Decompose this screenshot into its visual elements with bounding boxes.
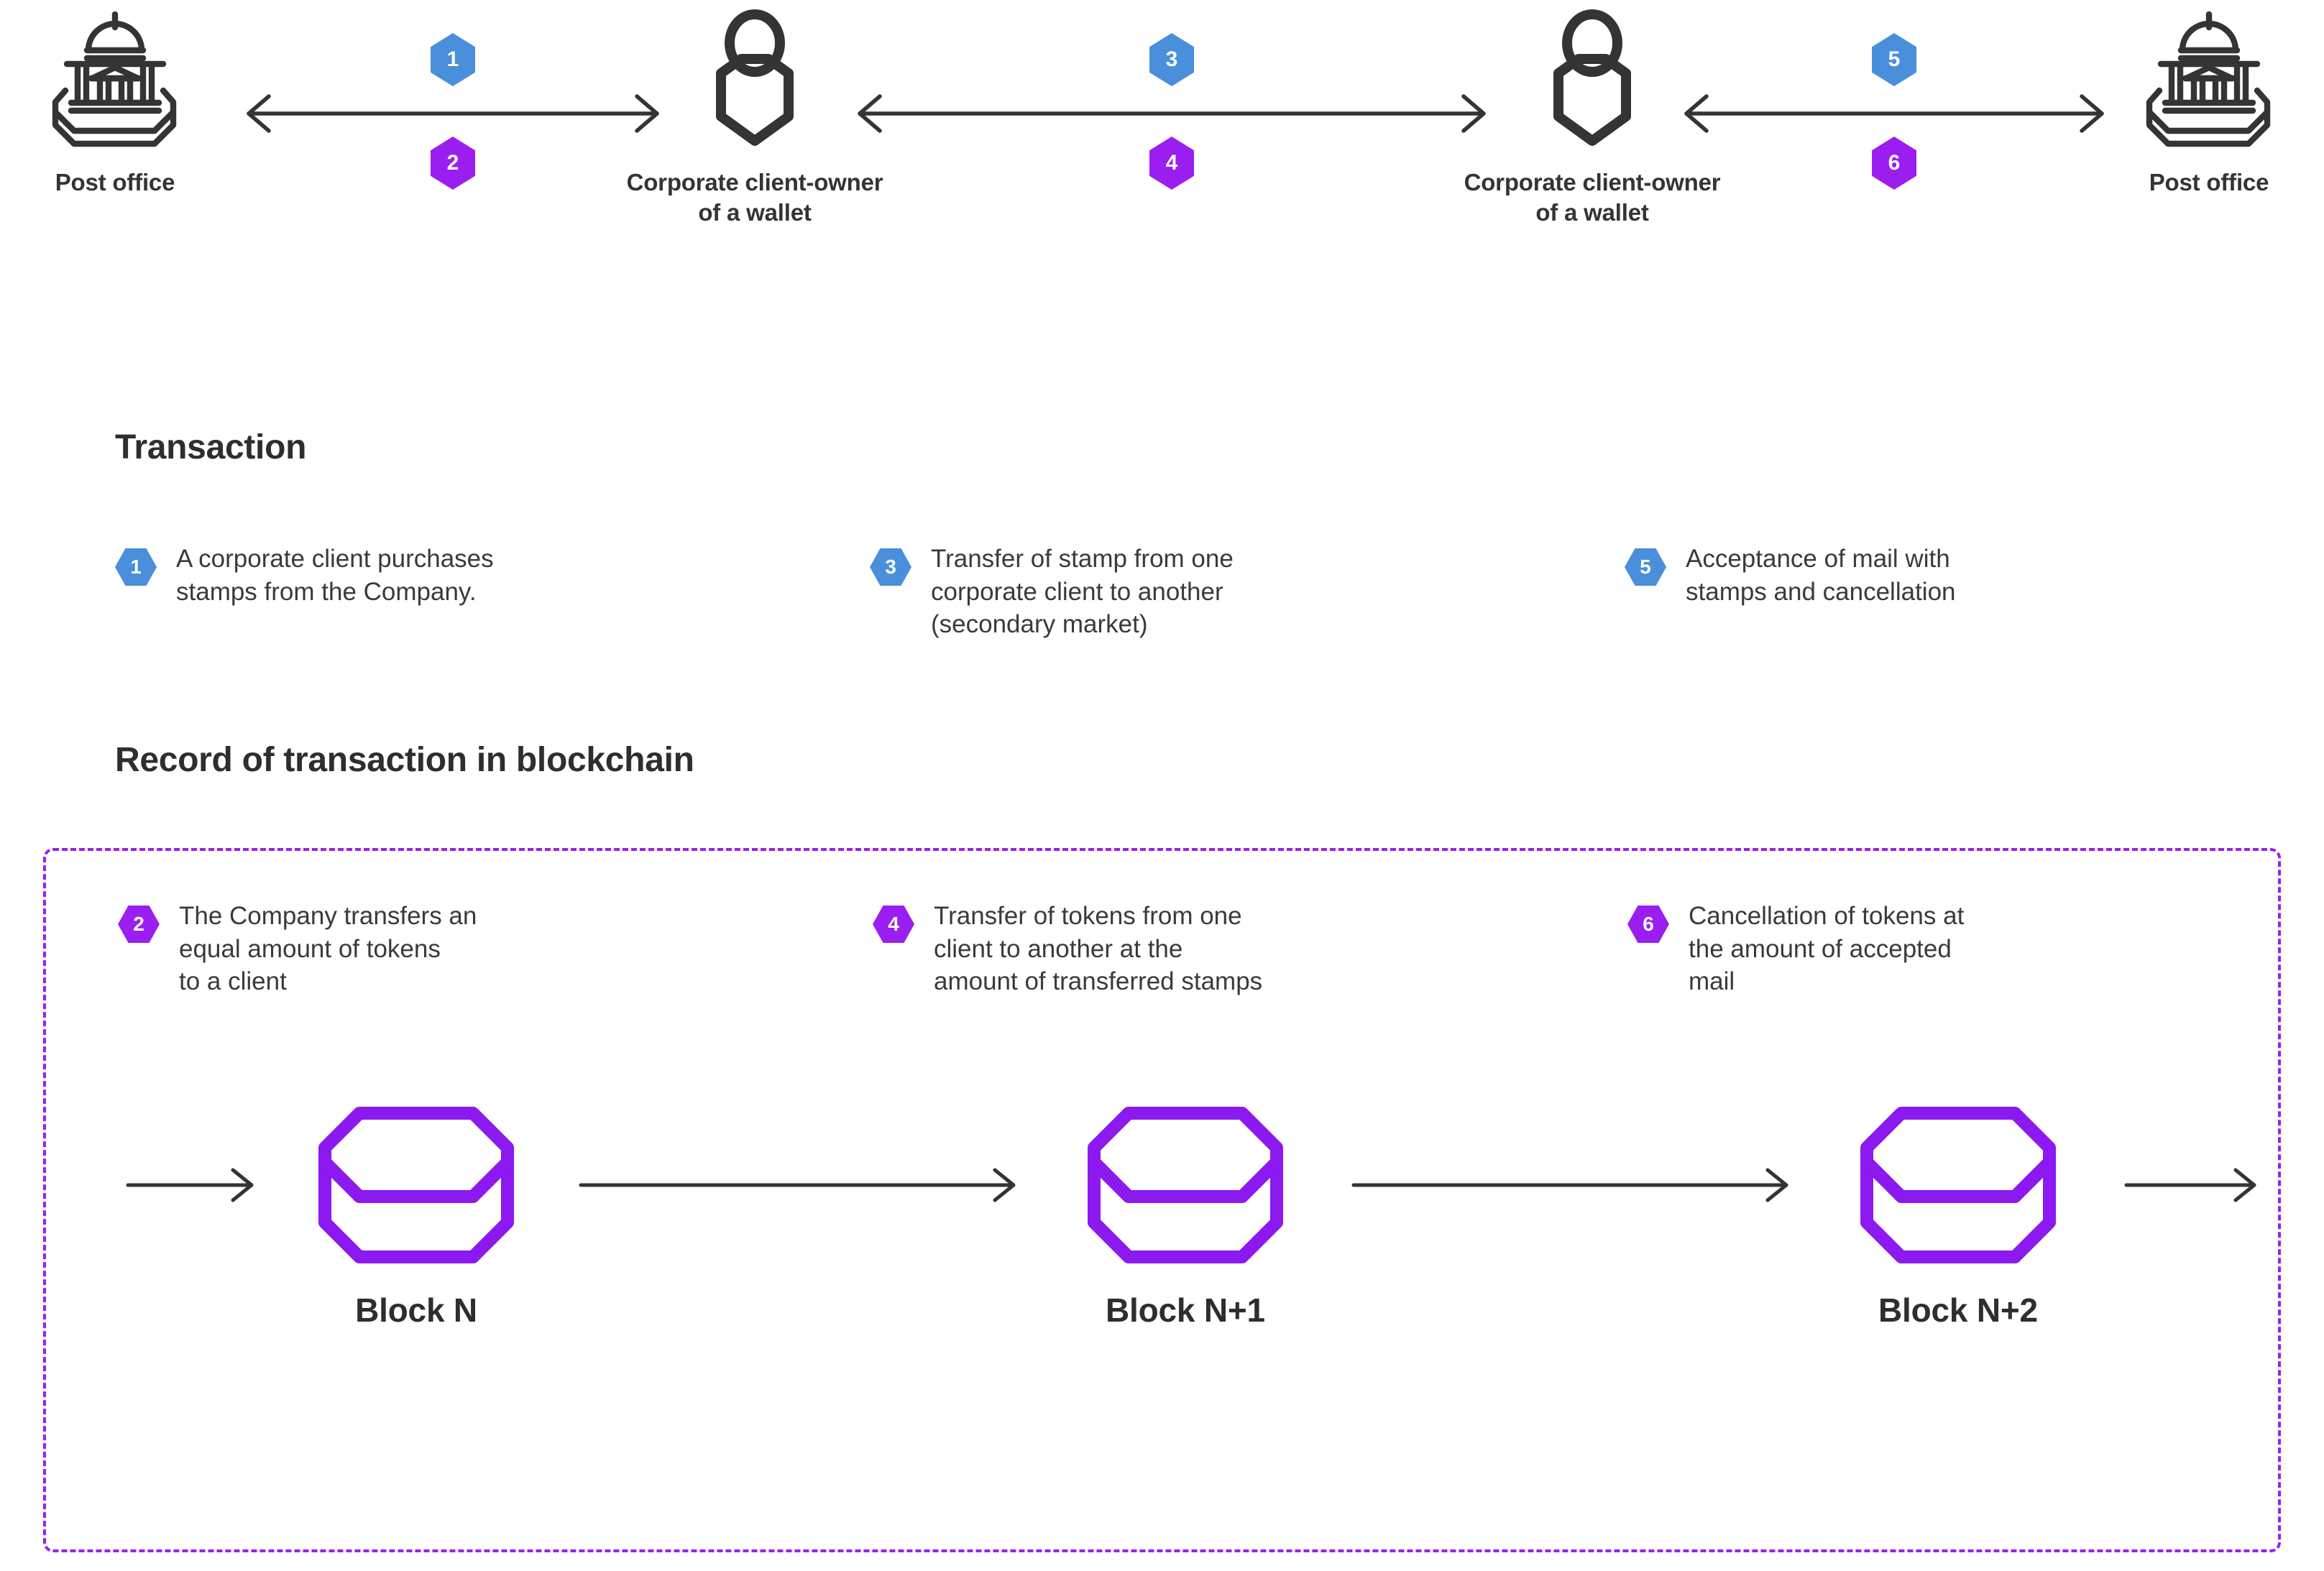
double-arrow-icon <box>858 94 1486 133</box>
badge-number: 3 <box>1165 47 1178 71</box>
badge-number: 3 <box>885 556 896 578</box>
step-badge-5: 5 <box>1625 548 1666 586</box>
step-badge-1: 1 <box>431 33 475 86</box>
connector-1: 1 2 <box>237 29 669 190</box>
transaction-section-title: Transaction <box>115 428 307 466</box>
connector-2: 3 4 <box>848 29 1495 190</box>
top-flow-row: Post office 1 2 <box>0 0 2324 309</box>
step-badge-3: 3 <box>1149 33 1194 86</box>
double-arrow-icon <box>247 94 659 133</box>
badge-number: 2 <box>133 913 144 935</box>
block-label: Block N+1 <box>1106 1291 1265 1329</box>
node-label: Post office <box>2149 169 2269 195</box>
block-icon <box>1860 1107 2056 1263</box>
blockchain-step-4: 4 Transfer of tokens from one client to … <box>873 900 1627 998</box>
chain-arrow-2-icon <box>579 1168 1016 1202</box>
node-label: Corporate client-owner of a wallet <box>626 169 883 226</box>
step-badge-1: 1 <box>115 548 157 586</box>
node-client-wallet-1: Corporate client-owner of a wallet <box>575 7 934 228</box>
transaction-step-5: 5 Acceptance of mail with stamps and can… <box>1625 543 2272 641</box>
transaction-steps: 1 A corporate client purchases stamps fr… <box>115 543 2272 641</box>
block-icon <box>1088 1107 1283 1263</box>
post-office-icon <box>0 7 230 155</box>
wallet-owner-person-icon <box>1413 7 1772 155</box>
blockchain-step-6: 6 Cancellation of tokens at the amount o… <box>1627 900 2246 998</box>
blockchain-section-title: Record of transaction in blockchain <box>115 741 694 779</box>
badge-number: 1 <box>130 556 142 578</box>
transaction-step-3: 3 Transfer of stamp from one corporate c… <box>870 543 1625 641</box>
chain-arrow-3-icon <box>1351 1168 1788 1202</box>
node-post-office-right: Post office <box>2094 7 2324 198</box>
block-item-n2: Block N+2 <box>1843 1099 2073 1330</box>
node-label: Corporate client-owner of a wallet <box>1464 169 1721 226</box>
badge-number: 6 <box>1643 913 1654 935</box>
badge-number: 4 <box>1165 151 1178 175</box>
chain-arrow-1-icon <box>126 1168 254 1202</box>
step-text: Transfer of stamp from one corporate cli… <box>931 545 1234 638</box>
badge-number: 6 <box>1888 151 1901 175</box>
blockchain-step-2: 2 The Company transfers an equal amount … <box>118 900 873 998</box>
blockchain-steps: 2 The Company transfers an equal amount … <box>118 900 2246 998</box>
blockchain-dashed-box: 2 The Company transfers an equal amount … <box>43 848 2281 1552</box>
step-text: The Company transfers an equal amount of… <box>179 902 477 995</box>
step-badge-5: 5 <box>1872 33 1916 86</box>
step-badge-2: 2 <box>431 137 475 190</box>
step-badge-4: 4 <box>1149 137 1194 190</box>
chain-arrow-4-icon <box>2124 1168 2256 1202</box>
badge-number: 5 <box>1640 556 1651 578</box>
transaction-step-1: 1 A corporate client purchases stamps fr… <box>115 543 870 641</box>
badge-number: 5 <box>1888 47 1901 71</box>
connector-3: 5 6 <box>1675 29 2113 190</box>
step-text: Acceptance of mail with stamps and cance… <box>1686 545 1956 606</box>
node-client-wallet-2: Corporate client-owner of a wallet <box>1413 7 1772 228</box>
block-item-n: Block N <box>301 1099 531 1330</box>
block-label: Block N+2 <box>1878 1291 2038 1329</box>
step-text: Transfer of tokens from one client to an… <box>934 902 1263 995</box>
blockchain-chain-row: Block N Block N+1 <box>46 851 2278 1549</box>
step-badge-3: 3 <box>870 548 911 586</box>
step-text: A corporate client purchases stamps from… <box>176 545 494 606</box>
badge-number: 1 <box>446 47 459 71</box>
block-label: Block N <box>355 1291 477 1329</box>
node-label: Post office <box>55 169 175 195</box>
block-item-n1: Block N+1 <box>1070 1099 1300 1330</box>
step-text: Cancellation of tokens at the amount of … <box>1689 902 1965 995</box>
wallet-owner-person-icon <box>575 7 934 155</box>
badge-number: 2 <box>446 151 459 175</box>
step-badge-6: 6 <box>1627 906 1669 943</box>
block-icon <box>318 1107 514 1263</box>
step-badge-6: 6 <box>1872 137 1916 190</box>
node-post-office-left: Post office <box>0 7 230 198</box>
double-arrow-icon <box>1684 94 2104 133</box>
badge-number: 4 <box>888 913 899 935</box>
post-office-icon <box>2094 7 2324 155</box>
